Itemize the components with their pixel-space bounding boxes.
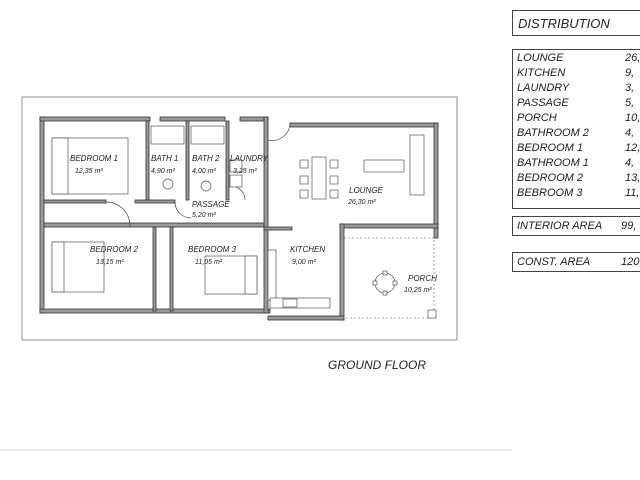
distribution-row-name: LAUNDRY xyxy=(517,82,570,94)
room-name-lounge: LOUNGE xyxy=(349,186,383,195)
distribution-row-name: KITCHEN xyxy=(517,67,566,79)
distribution-row-name: LOUNGE xyxy=(517,52,564,64)
floor-plan: BEDROOM 1 12,35 m² BATH 1 4,90 m² BATH 2… xyxy=(0,96,512,451)
room-name-bedroom-1: BEDROOM 1 xyxy=(70,154,118,163)
distribution-row-value: 12, xyxy=(625,142,640,154)
room-labels: BEDROOM 1 12,35 m² BATH 1 4,90 m² BATH 2… xyxy=(70,154,437,294)
distribution-row: LOUNGE 26, xyxy=(517,52,640,67)
distribution-row-name: BATHROOM 1 xyxy=(517,157,589,169)
interior-area-value: 99, xyxy=(621,220,637,232)
furniture xyxy=(51,125,437,319)
const-area-box: CONST. AREA 120, xyxy=(512,252,640,272)
distribution-row-value: 4, xyxy=(625,157,635,169)
distribution-header: DISTRIBUTION xyxy=(512,10,640,36)
room-area-bedroom-3: 11,05 m² xyxy=(195,259,223,266)
distribution-title: DISTRIBUTION xyxy=(518,16,610,31)
room-name-bath-2: BATH 2 xyxy=(192,154,220,163)
distribution-row-value: 10, xyxy=(625,112,640,124)
distribution-row: PASSAGE 5, xyxy=(517,97,640,112)
distribution-row-name: BEDROOM 2 xyxy=(517,172,584,184)
interior-walls xyxy=(43,120,293,312)
room-name-bedroom-3: BEDROOM 3 xyxy=(188,245,237,254)
room-area-porch: 10,25 m² xyxy=(404,287,432,294)
distribution-row-value: 9, xyxy=(625,67,635,79)
distribution-row: BATHROOM 2 4, xyxy=(517,127,640,142)
room-area-passage: 5,20 m² xyxy=(192,212,216,219)
const-area-label: CONST. AREA xyxy=(517,256,591,268)
room-name-bath-1: BATH 1 xyxy=(151,154,178,163)
distribution-row-name: PASSAGE xyxy=(517,97,569,109)
distribution-row: BEDROOM 2 13, xyxy=(517,172,640,187)
site-boundary xyxy=(21,96,458,341)
interior-area-label: INTERIOR AREA xyxy=(517,220,603,232)
distribution-row: KITCHEN 9, xyxy=(517,67,640,82)
room-name-porch: PORCH xyxy=(408,274,437,283)
room-area-bath-1: 4,90 m² xyxy=(151,168,175,175)
distribution-row: PORCH 10, xyxy=(517,112,640,127)
room-name-kitchen: KITCHEN xyxy=(290,245,325,254)
distribution-row-name: PORCH xyxy=(517,112,557,124)
distribution-row: LAUNDRY 3, xyxy=(517,82,640,97)
distribution-row: BEDROOM 1 12, xyxy=(517,142,640,157)
distribution-row-value: 13, xyxy=(625,172,640,184)
const-area-value: 120, xyxy=(621,256,640,268)
interior-area-box: INTERIOR AREA 99, xyxy=(512,216,640,236)
floor-label: GROUND FLOOR xyxy=(328,358,426,372)
room-name-bedroom-2: BEDROOM 2 xyxy=(90,245,139,254)
room-area-bedroom-1: 12,35 m² xyxy=(75,168,103,175)
distribution-row: BEBROOM 3 11, xyxy=(517,187,640,202)
room-area-kitchen: 9,00 m² xyxy=(292,259,316,266)
distribution-row-name: BEDROOM 1 xyxy=(517,142,584,154)
room-area-lounge: 26,30 m² xyxy=(347,199,376,206)
room-area-bath-2: 4,00 m² xyxy=(192,168,216,175)
distribution-row-value: 4, xyxy=(625,127,635,139)
distribution-row-value: 5, xyxy=(625,97,635,109)
room-name-laundry: LAUNDRY xyxy=(230,154,269,163)
distribution-row-name: BEBROOM 3 xyxy=(517,187,583,199)
distribution-row-value: 26, xyxy=(625,52,640,64)
distribution-row-value: 11, xyxy=(625,187,640,199)
room-area-laundry: 3,25 m² xyxy=(233,168,257,175)
distribution-row-value: 3, xyxy=(625,82,635,94)
distribution-row: BATHROOM 1 4, xyxy=(517,157,640,172)
room-area-bedroom-2: 13,15 m² xyxy=(96,259,124,266)
room-name-passage: PASSAGE xyxy=(192,200,230,209)
distribution-row-name: BATHROOM 2 xyxy=(517,127,589,139)
